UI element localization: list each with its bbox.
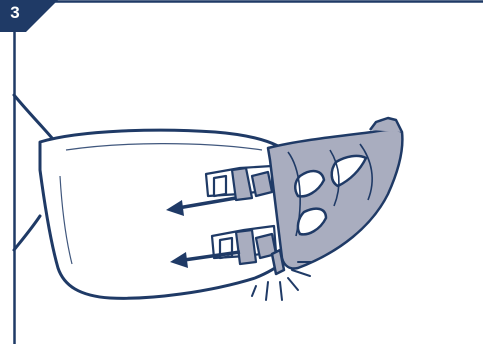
bridge-clip bbox=[268, 118, 402, 274]
lens bbox=[40, 130, 300, 298]
step-number: 3 bbox=[4, 2, 26, 24]
